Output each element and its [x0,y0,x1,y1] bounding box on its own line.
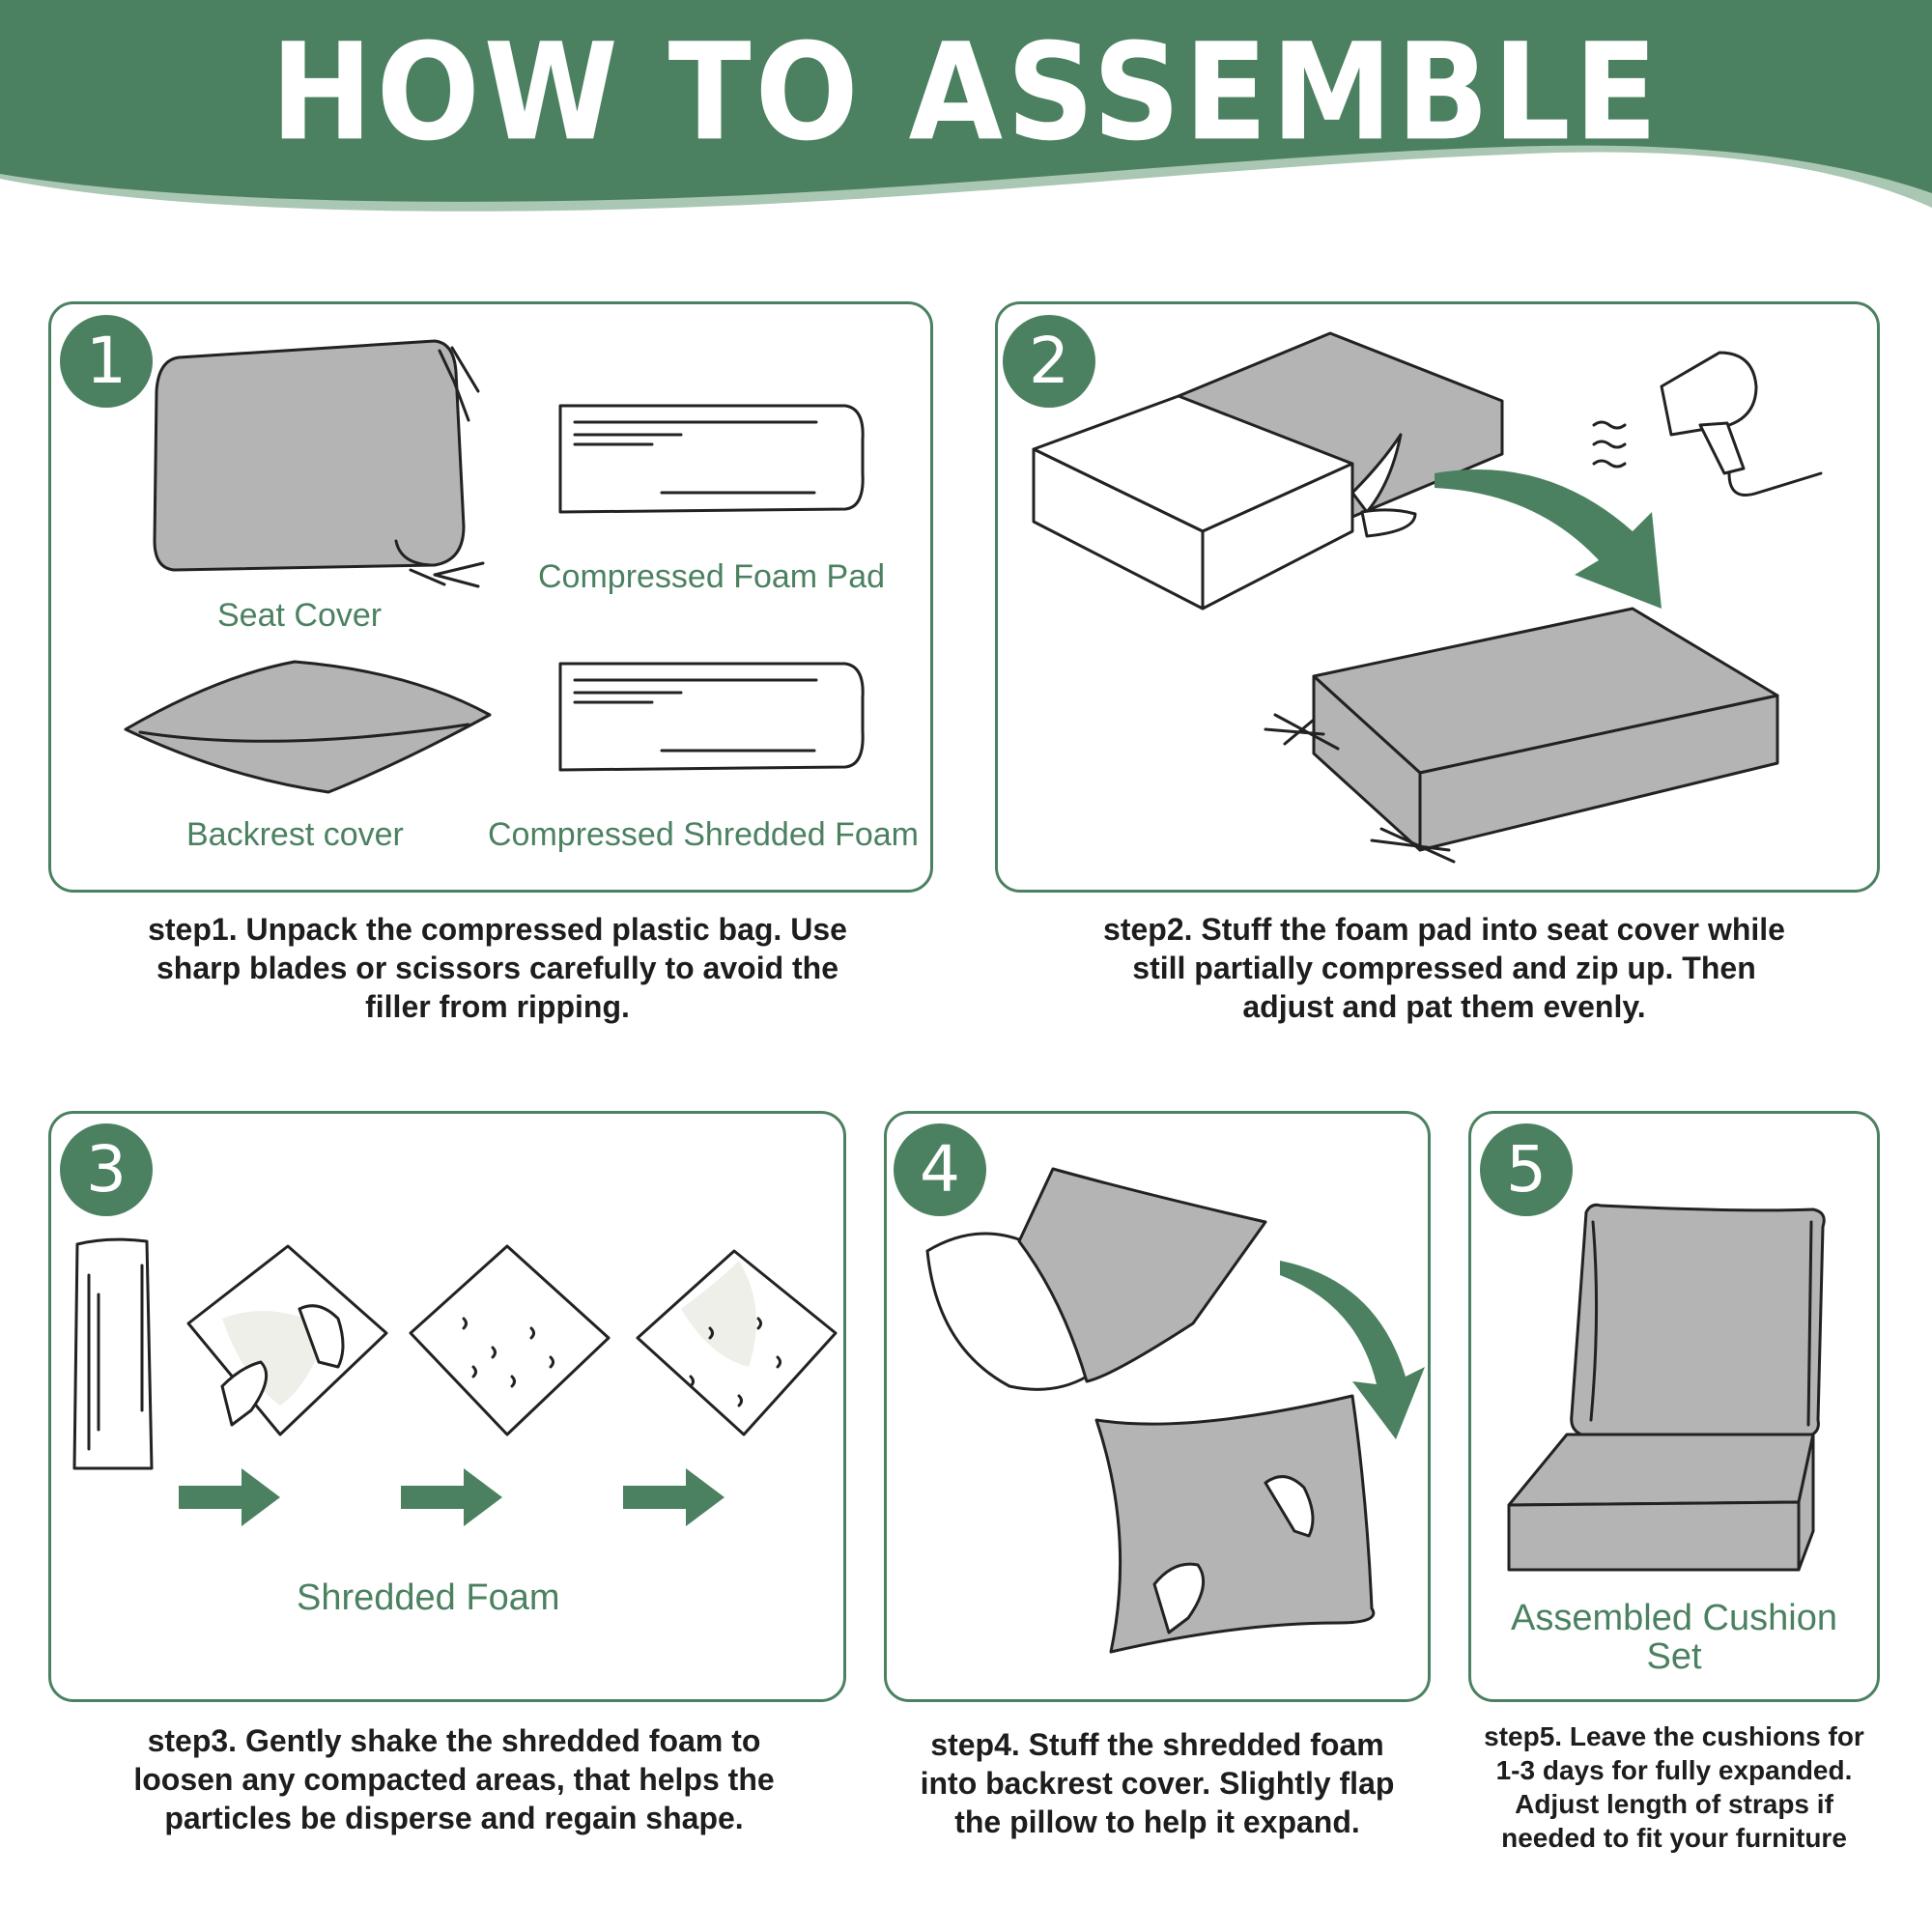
shaking-foam-illustration-2 [409,1244,611,1436]
assembled-cushion-set-label: Assembled Cushion Set [1468,1599,1880,1676]
step5-line: 1-3 days for fully expanded. [1495,1755,1853,1785]
backrest-cover-illustration [124,660,492,794]
step-number-badge-2: 2 [1003,315,1095,408]
page-title: HOW TO ASSEMBLE [270,14,1662,171]
step2-instructions: step2. Stuff the foam pad into seat cove… [1005,910,1884,1026]
seat-cover-label: Seat Cover [217,597,383,634]
step1-line: sharp blades or scissors carefully to av… [156,951,839,985]
foam-into-seat-cover-illustration [1032,331,1504,611]
step5-instructions: step5. Leave the cushions for 1-3 days f… [1459,1719,1889,1855]
step2-line: adjust and pat them evenly. [1242,989,1646,1024]
step4-instructions: step4. Stuff the shredded foam into back… [884,1725,1431,1841]
assembled-label-line: Assembled Cushion [1511,1598,1837,1638]
step3-arrow-2 [401,1468,502,1526]
step2-line: step2. Stuff the foam pad into seat cove… [1103,912,1785,947]
step4-line: step4. Stuff the shredded foam [930,1727,1384,1762]
shaking-foam-illustration-3 [636,1249,838,1436]
heat-gun-icon [1592,351,1823,497]
compressed-bag-illustration [72,1237,154,1470]
assembled-label-line: Set [1646,1636,1702,1677]
step5-line: step5. Leave the cushions for [1484,1721,1864,1751]
step-number-badge-1: 1 [60,315,153,408]
step1-line: filler from ripping. [365,989,630,1024]
shredded-foam-label: Shredded Foam [297,1577,560,1618]
step-number-badge-4: 4 [894,1123,986,1216]
step3-line: loosen any compacted areas, that helps t… [133,1762,775,1797]
assembled-cushion-set-illustration [1507,1203,1826,1572]
backrest-pillow-illustration [1094,1394,1376,1654]
step-number-badge-5: 5 [1480,1123,1573,1216]
compressed-shredded-foam-illustration [558,662,865,772]
step2-line: still partially compressed and zip up. T… [1132,951,1756,985]
step3-line: step3. Gently shake the shredded foam to [147,1723,761,1758]
step4-arrow [1280,1261,1425,1439]
header-banner [0,0,1932,212]
step1-instructions: step1. Unpack the compressed plastic bag… [58,910,937,1026]
backrest-cover-label: Backrest cover [186,816,404,853]
shaking-foam-illustration-1 [186,1244,388,1436]
step1-line: step1. Unpack the compressed plastic bag… [148,912,847,947]
step4-line: into backrest cover. Slightly flap [920,1766,1395,1801]
seat-cover-illustration [153,339,485,588]
step-number-badge-3: 3 [60,1123,153,1216]
step2-arrow [1435,469,1662,609]
step3-arrow-3 [623,1468,724,1526]
compressed-shredded-foam-label: Compressed Shredded Foam [488,816,920,853]
step3-instructions: step3. Gently shake the shredded foam to… [58,1721,850,1837]
assembled-seat-cushion-illustration [1264,607,1779,864]
step4-line: the pillow to help it expand. [954,1804,1360,1839]
step5-line: needed to fit your furniture [1501,1823,1847,1853]
foam-into-backrest-cover-illustration [925,1167,1267,1391]
step3-line: particles be disperse and regain shape. [164,1801,744,1835]
step3-arrow-1 [179,1468,280,1526]
compressed-foam-pad-label: Compressed Foam Pad [538,558,886,595]
step5-line: Adjust length of straps if [1515,1789,1833,1819]
compressed-foam-pad-illustration [558,404,865,514]
